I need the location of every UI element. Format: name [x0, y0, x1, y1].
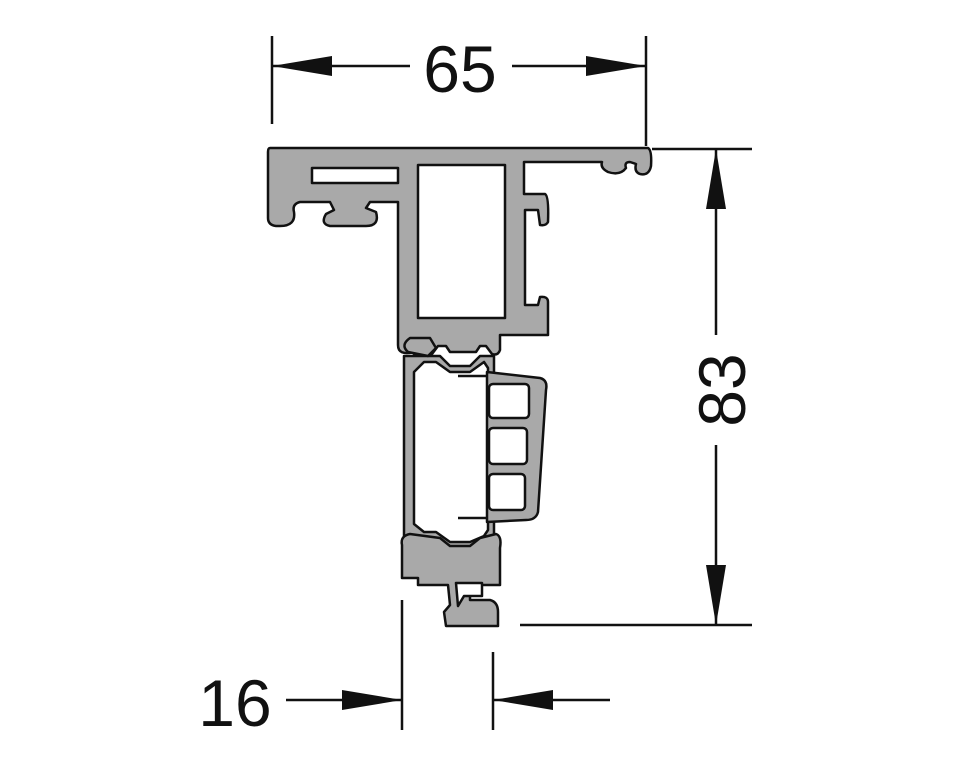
sash-profile — [400, 336, 502, 628]
gasket — [458, 370, 548, 524]
width-dimension-label: 65 — [423, 32, 496, 106]
dimension-sash-width: 16 — [198, 600, 610, 740]
dimension-height: 83 — [520, 147, 759, 627]
height-dimension-label: 83 — [685, 353, 759, 426]
dimension-width: 65 — [270, 32, 648, 146]
frame-profile — [266, 146, 653, 358]
sash-width-dimension-label: 16 — [198, 666, 271, 740]
